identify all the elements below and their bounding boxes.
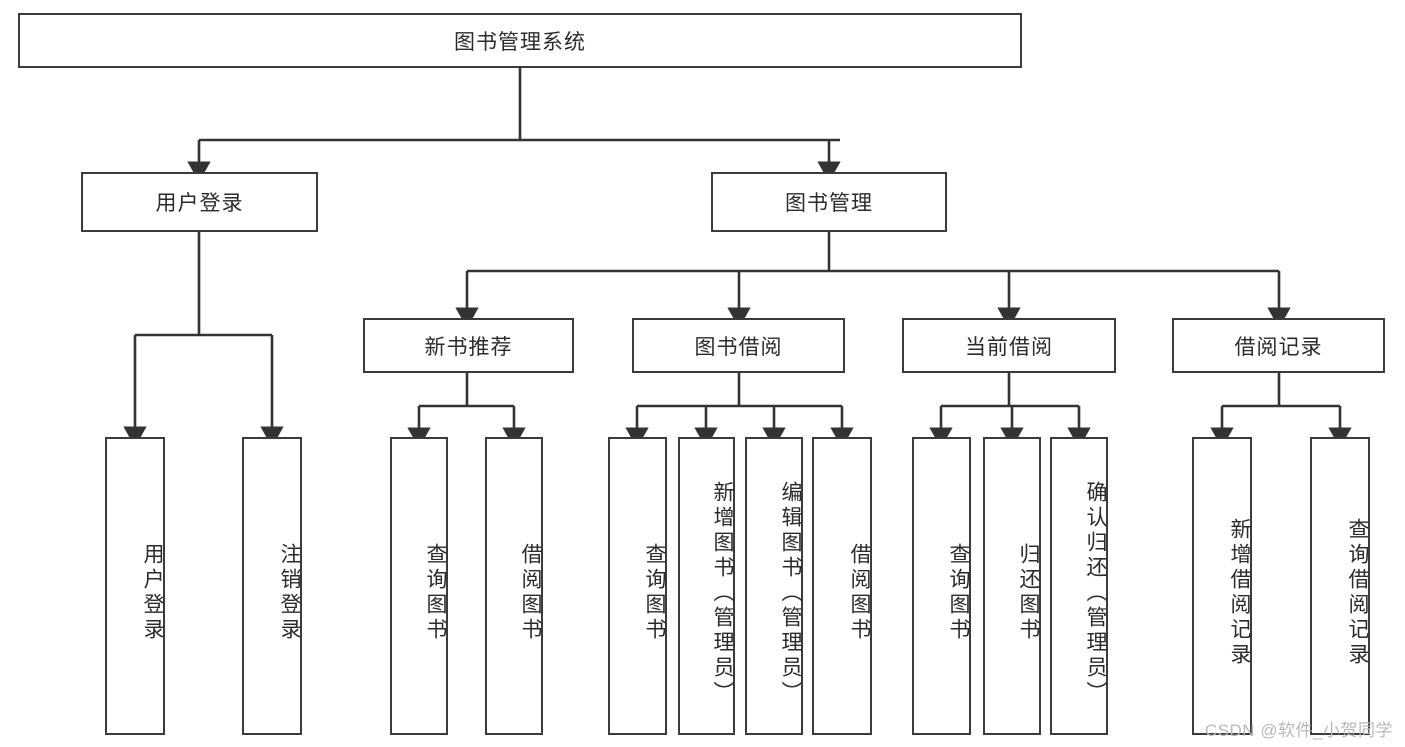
leaf-label: 编辑图书（管理员） <box>779 480 802 706</box>
leaf-label: 查询借阅记录 <box>1346 518 1369 668</box>
leaf-label: 归还图书 <box>1017 543 1040 643</box>
node-current-borrow[interactable]: 当前借阅 <box>902 318 1116 373</box>
node-book-borrow[interactable]: 图书借阅 <box>632 318 845 373</box>
leaf-node-confirm-return-admin[interactable]: 确认归还（管理员） <box>1050 437 1108 735</box>
leaf-label: 查询图书 <box>424 543 447 643</box>
leaf-node-add-book-admin[interactable]: 新增图书（管理员） <box>678 437 735 735</box>
leaf-label: 注销登录 <box>278 543 301 643</box>
leaf-label: 借阅图书 <box>519 543 542 643</box>
leaf-node-query-book-borrow[interactable]: 查询图书 <box>608 437 667 735</box>
leaf-node-edit-book-admin[interactable]: 编辑图书（管理员） <box>745 437 803 735</box>
node-book-management[interactable]: 图书管理 <box>711 172 947 232</box>
leaf-node-query-book-rec[interactable]: 查询图书 <box>390 437 448 735</box>
leaf-label: 用户登录 <box>141 543 164 643</box>
leaf-node-borrow-book[interactable]: 借阅图书 <box>812 437 872 735</box>
leaf-label: 确认归还（管理员） <box>1084 480 1107 706</box>
leaf-label: 新增借阅记录 <box>1228 518 1251 668</box>
leaf-label: 新增图书（管理员） <box>711 480 734 706</box>
leaf-node-return-book[interactable]: 归还图书 <box>983 437 1041 735</box>
leaf-node-borrow-book-rec[interactable]: 借阅图书 <box>485 437 543 735</box>
node-borrow-record[interactable]: 借阅记录 <box>1172 318 1385 373</box>
node-new-book-recommend[interactable]: 新书推荐 <box>363 318 574 373</box>
leaf-node-query-borrow-record[interactable]: 查询借阅记录 <box>1310 437 1370 735</box>
leaf-label: 查询图书 <box>947 543 970 643</box>
leaf-node-add-borrow-record[interactable]: 新增借阅记录 <box>1192 437 1252 735</box>
leaf-label: 借阅图书 <box>848 543 871 643</box>
leaf-node-logout[interactable]: 注销登录 <box>242 437 302 735</box>
leaf-node-user-login[interactable]: 用户登录 <box>105 437 165 735</box>
node-root[interactable]: 图书管理系统 <box>18 13 1022 68</box>
leaf-label: 查询图书 <box>643 543 666 643</box>
leaf-node-query-book-current[interactable]: 查询图书 <box>912 437 971 735</box>
csdn-watermark: CSDN @软件_小贺同学 <box>1204 721 1393 740</box>
node-user-login[interactable]: 用户登录 <box>81 172 318 232</box>
